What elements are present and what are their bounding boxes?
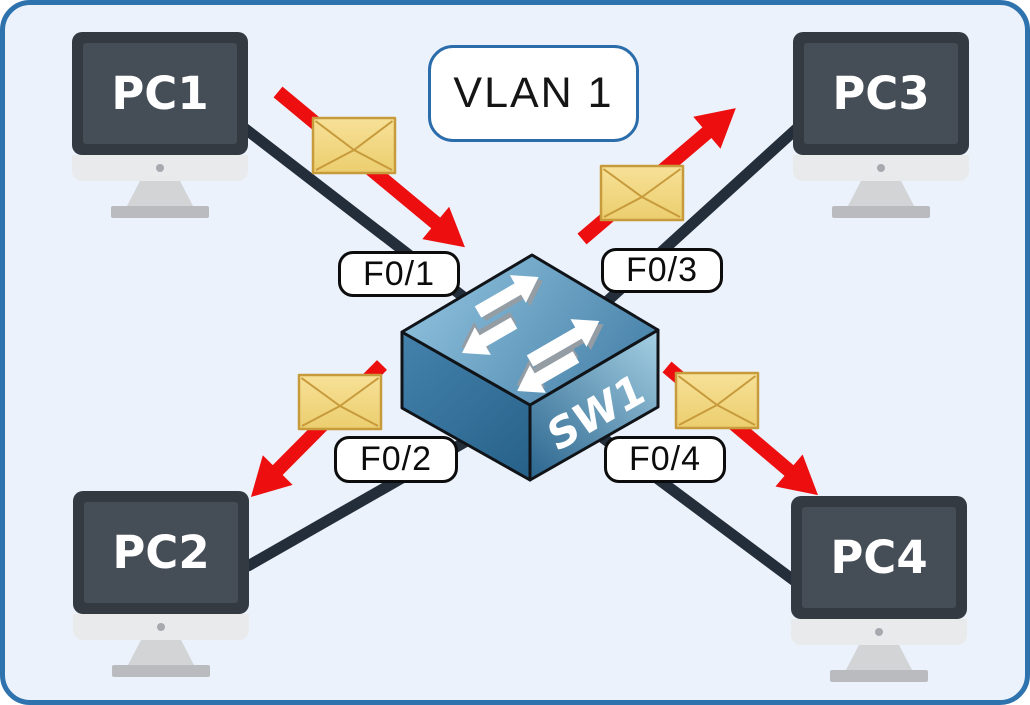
monitor-frame: PC4 bbox=[791, 496, 967, 619]
port-label-f0-3: F0/3 bbox=[601, 248, 723, 293]
envelope-icon bbox=[599, 164, 685, 222]
monitor-chin bbox=[72, 155, 248, 181]
pc2-label: PC2 bbox=[112, 526, 210, 579]
monitor-stand bbox=[848, 181, 914, 206]
red-arrow-sw1-to-pc4-icon bbox=[662, 361, 819, 496]
ethernet-cables bbox=[233, 116, 810, 588]
broadcast-traffic-layer bbox=[250, 86, 819, 497]
monitor-screen: PC4 bbox=[802, 507, 956, 608]
pc1-icon: PC1 bbox=[72, 32, 248, 218]
pc4-icon: PC4 bbox=[791, 496, 967, 682]
red-arrow-sw1-to-pc2-icon bbox=[250, 360, 387, 497]
pc3-icon: PC3 bbox=[793, 32, 969, 218]
monitor-stand bbox=[846, 645, 912, 670]
camera-dot-icon bbox=[875, 628, 883, 636]
red-arrow-sw1-to-pc3-icon bbox=[577, 108, 736, 245]
monitor-base bbox=[112, 665, 210, 677]
monitor-stand bbox=[127, 181, 193, 206]
monitor-chin bbox=[793, 155, 969, 181]
monitor-base bbox=[832, 206, 930, 218]
cables-and-switch-layer bbox=[233, 116, 810, 588]
switch-left-face bbox=[400, 330, 532, 482]
monitor-stand bbox=[128, 640, 194, 665]
broadcast-arrows bbox=[250, 86, 819, 497]
monitor-chin bbox=[73, 614, 249, 640]
envelopes bbox=[297, 116, 760, 431]
monitor-base bbox=[111, 206, 209, 218]
pc2-icon: PC2 bbox=[73, 491, 249, 677]
cable-pc3-sw1 bbox=[597, 116, 810, 311]
monitor-screen: PC3 bbox=[804, 43, 958, 144]
camera-dot-icon bbox=[157, 623, 165, 631]
monitor-frame: PC3 bbox=[793, 32, 969, 155]
camera-dot-icon bbox=[156, 164, 164, 172]
pc1-label: PC1 bbox=[111, 67, 209, 120]
envelope-icon bbox=[674, 371, 760, 430]
switch-right-face bbox=[528, 328, 660, 482]
envelope-icon bbox=[311, 116, 397, 175]
monitor-screen: PC2 bbox=[84, 502, 238, 603]
switch-arrows-icon bbox=[461, 275, 604, 393]
monitor-screen: PC1 bbox=[83, 43, 237, 144]
monitor-frame: PC1 bbox=[72, 32, 248, 155]
pc4-label: PC4 bbox=[830, 531, 928, 584]
port-label-f0-4: F0/4 bbox=[604, 436, 726, 483]
cable-pc2-sw1 bbox=[242, 428, 485, 572]
cable-pc1-sw1 bbox=[233, 118, 493, 321]
switch-icon bbox=[400, 253, 660, 482]
switch-top-face bbox=[400, 253, 660, 407]
red-arrow-pc1-to-sw1-icon bbox=[273, 86, 465, 248]
pc3-label: PC3 bbox=[832, 67, 930, 120]
cable-pc4-sw1 bbox=[593, 429, 802, 588]
envelope-icon bbox=[297, 373, 383, 431]
camera-dot-icon bbox=[877, 164, 885, 172]
port-label-f0-1: F0/1 bbox=[338, 251, 460, 297]
port-label-f0-2: F0/2 bbox=[334, 436, 458, 483]
monitor-base bbox=[830, 670, 928, 682]
monitor-chin bbox=[791, 619, 967, 645]
monitor-frame: PC2 bbox=[73, 491, 249, 614]
vlan-badge: VLAN 1 bbox=[428, 45, 639, 142]
switch-label: SW1 bbox=[540, 362, 652, 462]
